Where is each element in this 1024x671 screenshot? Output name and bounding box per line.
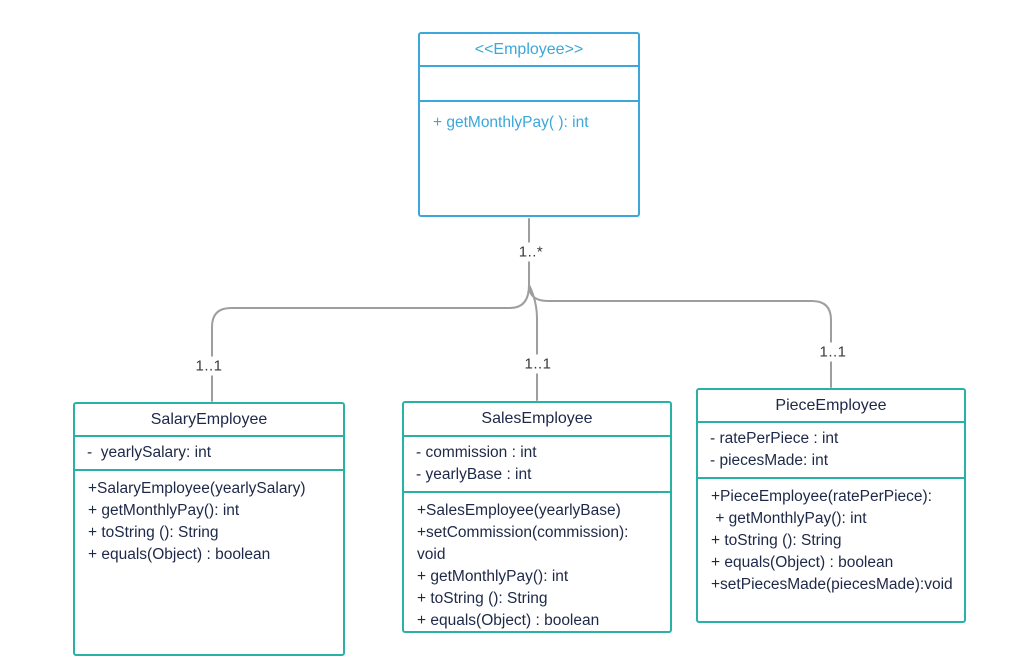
methods-compartment-sales: +SalesEmployee(yearlyBase) +setCommissio… xyxy=(404,493,670,639)
multiplicity-label-piece: 1..1 xyxy=(815,342,851,362)
class-title-sales-employee: SalesEmployee xyxy=(404,403,670,437)
attributes-compartment-sales: - commission : int - yearlyBase : int xyxy=(404,437,670,493)
class-box-employee[interactable]: <<Employee>> + getMonthlyPay( ): int xyxy=(418,32,640,217)
connector-branch-right xyxy=(528,284,832,388)
attributes-compartment-salary: - yearlySalary: int xyxy=(75,437,343,471)
multiplicity-label-sales: 1..1 xyxy=(520,354,556,374)
class-title-piece-employee: PieceEmployee xyxy=(698,390,964,423)
method-line: + getMonthlyPay(): int xyxy=(711,510,867,527)
class-title-salary-employee: SalaryEmployee xyxy=(75,404,343,437)
method-line: +PieceEmployee(ratePerPiece): xyxy=(711,488,932,505)
class-box-sales-employee[interactable]: SalesEmployee - commission : int - yearl… xyxy=(402,401,672,633)
method-line: + toString (): String xyxy=(711,532,842,549)
method-line: + toString (): String xyxy=(417,590,548,607)
attribute-line: - piecesMade: int xyxy=(710,452,829,469)
method-line: + equals(Object) : boolean xyxy=(417,612,600,629)
methods-compartment-employee: + getMonthlyPay( ): int xyxy=(420,102,638,215)
class-title-employee: <<Employee>> xyxy=(420,34,638,67)
method-line: + getMonthlyPay(): int xyxy=(88,502,240,519)
attribute-line: - commission : int xyxy=(416,444,537,461)
connector-branch-middle xyxy=(528,284,538,401)
method-line: + getMonthlyPay( ): int xyxy=(433,114,589,131)
attributes-compartment-piece: - ratePerPiece : int - piecesMade: int xyxy=(698,423,964,479)
attribute-line: - ratePerPiece : int xyxy=(710,430,839,447)
class-box-salary-employee[interactable]: SalaryEmployee - yearlySalary: int +Sala… xyxy=(73,402,345,656)
multiplicity-label-parent: 1..* xyxy=(514,242,548,262)
method-line: + equals(Object) : boolean xyxy=(88,546,271,563)
attribute-line: - yearlySalary: int xyxy=(87,444,212,461)
method-line: + toString (): String xyxy=(88,524,219,541)
methods-compartment-salary: +SalaryEmployee(yearlySalary) + getMonth… xyxy=(75,471,343,654)
method-line: + getMonthlyPay(): int xyxy=(417,568,569,585)
attributes-compartment-employee xyxy=(420,67,638,102)
attribute-line: - yearlyBase : int xyxy=(416,466,532,483)
class-box-piece-employee[interactable]: PieceEmployee - ratePerPiece : int - pie… xyxy=(696,388,966,623)
method-line: +SalaryEmployee(yearlySalary) xyxy=(88,480,306,497)
multiplicity-label-salary: 1..1 xyxy=(191,356,227,376)
connector-branch-left xyxy=(211,284,530,402)
methods-compartment-piece: +PieceEmployee(ratePerPiece): + getMonth… xyxy=(698,479,964,621)
method-line: + equals(Object) : boolean xyxy=(711,554,894,571)
method-line: +setPiecesMade(piecesMade):void xyxy=(711,576,953,593)
method-line: +SalesEmployee(yearlyBase) xyxy=(417,502,621,519)
method-line: +setCommission(commission): void xyxy=(417,524,633,563)
